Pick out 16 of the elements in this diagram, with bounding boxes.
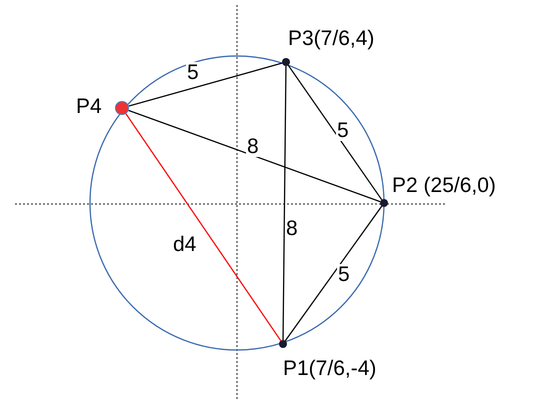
point-label: P4 bbox=[76, 96, 102, 117]
line-segment bbox=[284, 206, 382, 342]
line-segment bbox=[128, 110, 380, 202]
point-marker bbox=[115, 101, 129, 115]
point-label: P3(7/6,4) bbox=[288, 28, 374, 49]
point-label: P2 (25/6,0) bbox=[392, 175, 496, 196]
point-marker bbox=[279, 340, 287, 348]
line-segment bbox=[288, 64, 382, 200]
point-marker bbox=[282, 58, 290, 66]
line-segment bbox=[128, 62, 282, 107]
edge-label: 5 bbox=[336, 120, 350, 141]
edge-label: 8 bbox=[246, 136, 260, 157]
line-segment bbox=[282, 66, 287, 340]
line-segment bbox=[125, 113, 282, 342]
point-label: P1(7/6,-4) bbox=[283, 358, 376, 379]
point-marker bbox=[380, 199, 388, 207]
